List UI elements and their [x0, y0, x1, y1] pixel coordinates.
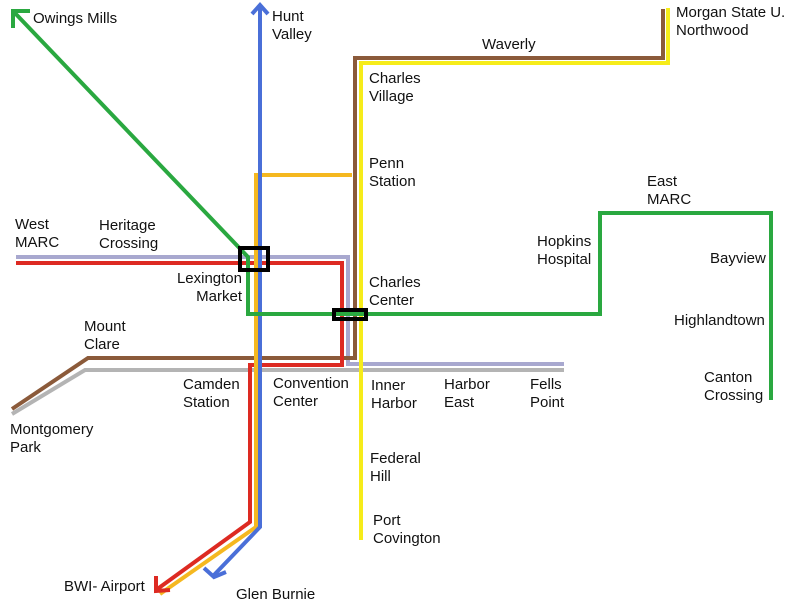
station-highlandtown: Highlandtown: [674, 312, 765, 329]
station-camden-station: Camden Station: [183, 376, 240, 411]
station-heritage-crossing: Heritage Crossing: [99, 217, 159, 252]
station-charles-village: Charles Village: [369, 70, 421, 105]
red-arrow-icon: [154, 576, 171, 594]
station-inner-harbor: Inner Harbor: [371, 377, 417, 412]
station-federal-hill: Federal Hill: [370, 450, 421, 485]
station-canton-crossing: Canton Crossing: [704, 369, 764, 404]
blue-arrow-south-icon: [202, 566, 227, 580]
blue-arrow-icon: [250, 1, 270, 16]
station-bayview: Bayview: [710, 250, 766, 267]
station-owings-mills: Owings Mills: [33, 10, 118, 27]
yellow-line: [359, 8, 670, 540]
station-bwi-airport: BWI- Airport: [64, 578, 145, 595]
station-hopkins-hospital: Hopkins Hospital: [537, 233, 592, 268]
transfer-box-charles-center: [332, 308, 368, 321]
station-port-covington: Port Covington: [373, 512, 441, 547]
station-penn-station: Penn Station: [369, 155, 416, 190]
green-arrow-icon: [11, 9, 30, 28]
station-hunt-valley: Hunt Valley: [272, 8, 312, 43]
station-mount-clare: Mount Clare: [84, 318, 126, 353]
station-harbor-east: Harbor East: [444, 376, 490, 411]
station-convention-center: Convention Center: [273, 375, 349, 410]
station-waverly: Waverly: [482, 36, 536, 53]
gray-line: [10, 368, 564, 416]
station-lexington-market: Lexington Market: [176, 270, 242, 305]
station-west-marc: West MARC: [15, 216, 60, 251]
station-glen-burnie: Glen Burnie: [236, 586, 316, 603]
orange-line: [158, 173, 352, 596]
brown-line: [10, 9, 665, 411]
station-montgomery-park: Montgomery Park: [10, 421, 94, 456]
station-morgan-state: Morgan State U. Northwood: [676, 4, 786, 39]
station-charles-center: Charles Center: [369, 274, 421, 309]
transfer-box-lexington: [238, 246, 270, 272]
blue-line: [212, 6, 262, 577]
station-east-marc: East MARC: [647, 173, 692, 208]
red-line: [16, 261, 344, 592]
green-line: [11, 9, 773, 400]
station-fells-point: Fells Point: [530, 376, 565, 411]
